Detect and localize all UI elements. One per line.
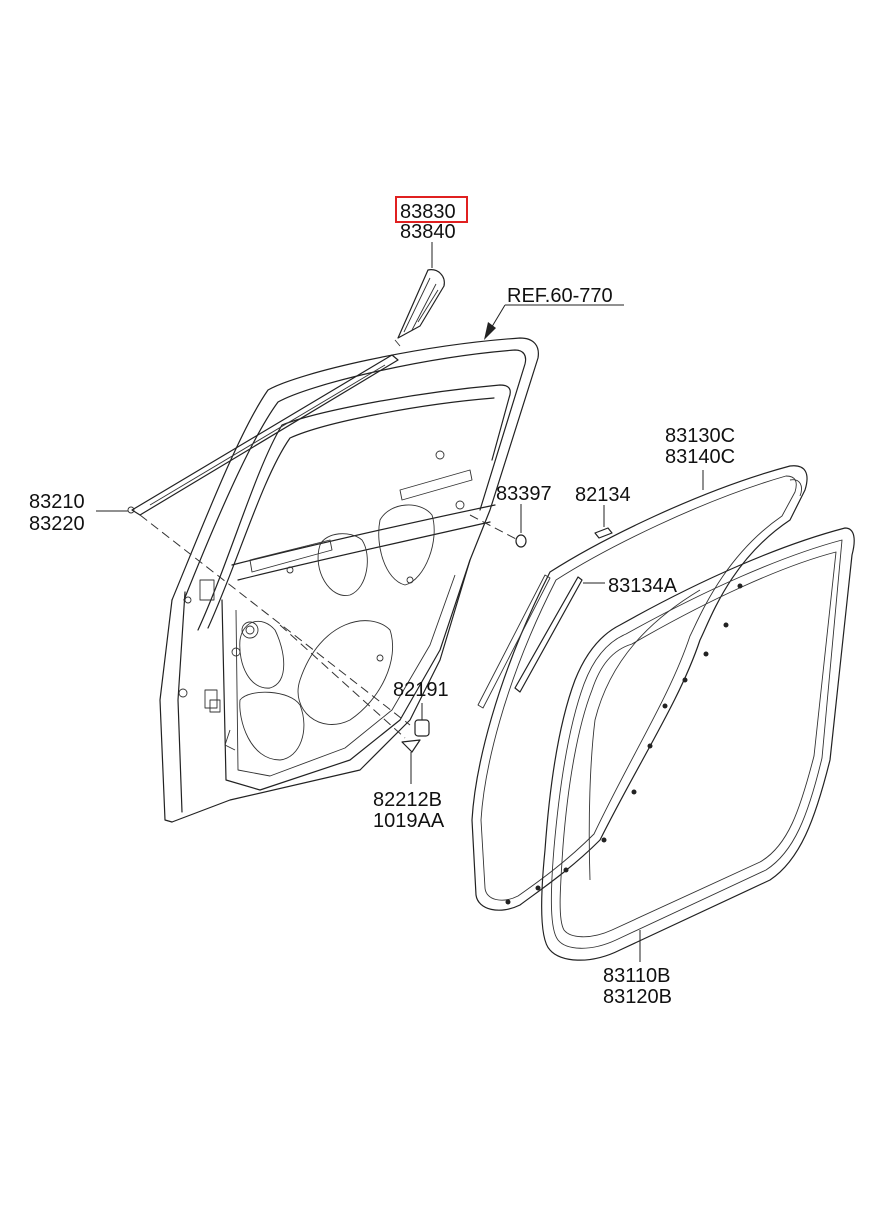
highlight-box xyxy=(395,196,468,223)
label-83110b[interactable]: 83110B xyxy=(603,965,670,987)
label-83134a[interactable]: 83134A xyxy=(608,575,678,597)
label-83830[interactable]: 83830 xyxy=(400,201,456,223)
label-83210[interactable]: 83210 xyxy=(29,491,85,513)
weatherstrip-inner-icon xyxy=(505,527,855,962)
clip-icon xyxy=(594,505,613,539)
label-82212b[interactable]: 82212B xyxy=(373,789,442,811)
door-panel-icon xyxy=(159,337,539,823)
garnish-icon xyxy=(394,242,445,347)
label-83220[interactable]: 83220 xyxy=(29,513,85,535)
label-83397[interactable]: 83397 xyxy=(496,483,552,505)
label-83840[interactable]: 83840 xyxy=(400,221,456,243)
label-1019aa[interactable]: 1019AA xyxy=(373,810,445,832)
label-82134[interactable]: 82134 xyxy=(575,484,631,506)
belt-moulding-icon xyxy=(96,354,399,516)
label-83130c[interactable]: 83130C xyxy=(665,425,735,447)
label-83120b[interactable]: 83120B xyxy=(603,986,672,1008)
bolt-icon xyxy=(139,514,430,784)
label-ref[interactable]: REF.60-770 xyxy=(507,285,613,307)
weatherstrip-icon xyxy=(471,465,808,911)
label-83140c[interactable]: 83140C xyxy=(665,446,735,468)
plug-icon xyxy=(469,504,527,548)
ref-arrow xyxy=(484,304,624,340)
label-82191[interactable]: 82191 xyxy=(393,679,449,701)
